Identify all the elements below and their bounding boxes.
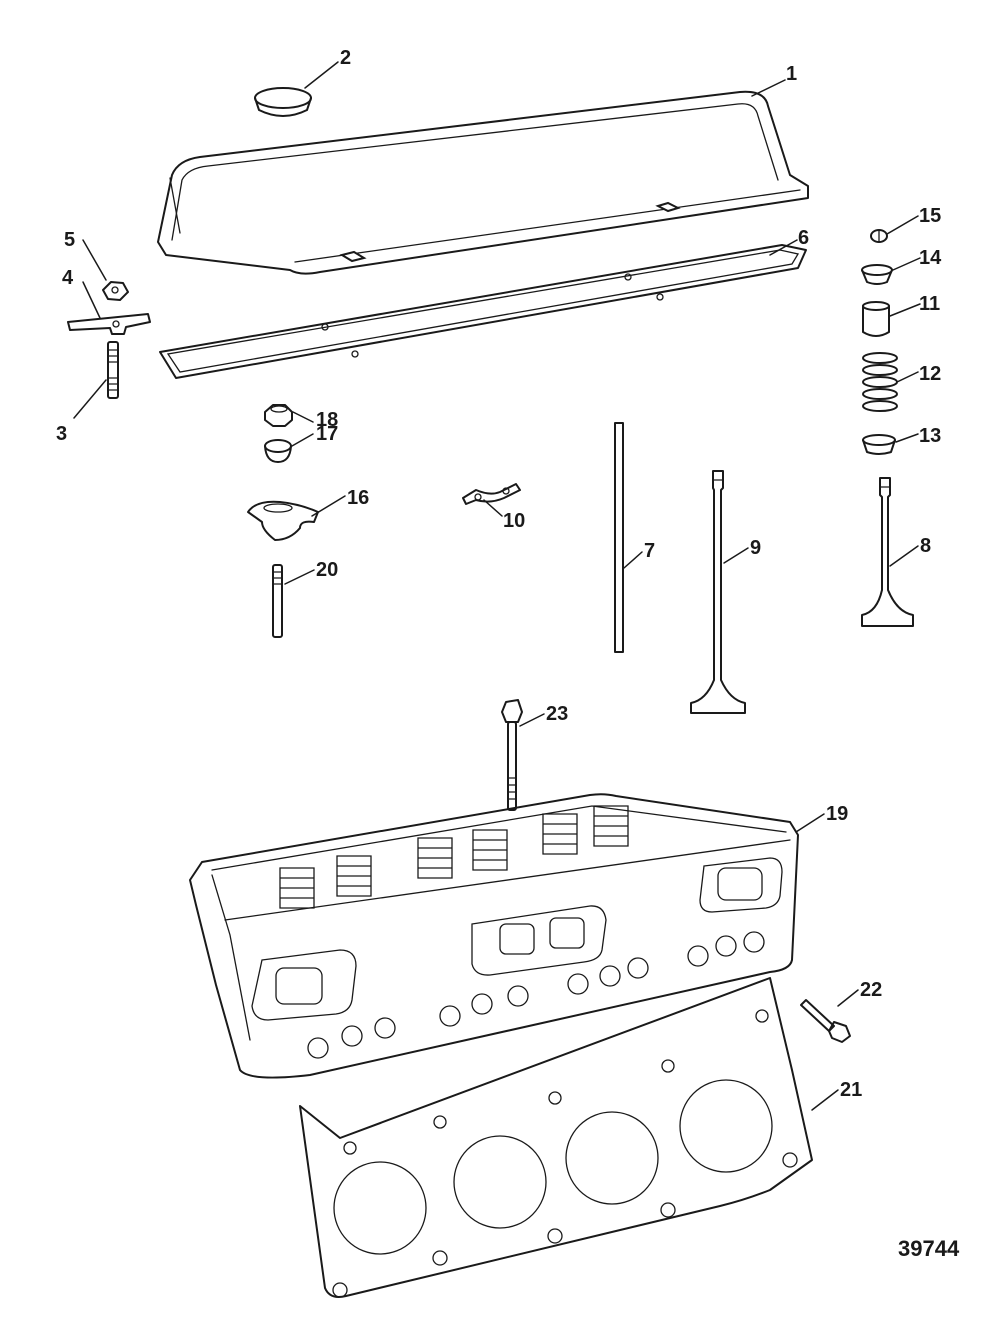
rocker-stud-nut [102,281,129,301]
callout-19: 19 [826,803,848,825]
callout-15: 15 [919,205,941,227]
callout-23: 23 [546,703,568,725]
callout-11: 11 [919,293,940,315]
callout-1: 1 [786,63,797,85]
leader-lines [73,61,921,1111]
valve-oil-shield [862,301,890,337]
intake-valve [690,470,746,714]
valve-rotator [862,434,896,455]
exhaust-valve [861,477,914,627]
rocker-arm [247,500,319,541]
drawing-reference-number: 39744 [898,1236,960,1261]
oil-deflector-bracket [67,313,151,335]
oil-filler-cap [254,87,312,117]
pushrod-guide [462,483,521,505]
callout-12: 12 [919,363,941,385]
callout-22: 22 [860,979,882,1001]
callout-20: 20 [316,559,338,581]
callout-5: 5 [64,229,75,251]
callout-4: 4 [62,267,74,289]
callouts: 1 2 3 4 5 6 7 8 9 10 11 12 13 14 15 16 1… [56,47,942,1101]
valve-cover [157,90,809,275]
callout-14: 14 [919,247,942,269]
valve-spring-cap [861,264,893,285]
callout-3: 3 [56,423,67,445]
rocker-arm-nut [264,404,293,427]
valve-keys [870,229,888,243]
cylinder-head-gasket [299,977,813,1298]
callout-8: 8 [920,535,931,557]
stud [107,341,119,399]
callout-16: 16 [347,487,369,509]
valve-spring [862,352,898,412]
head-bolt-long [501,699,523,811]
callout-10: 10 [503,510,525,532]
callout-9: 9 [750,537,761,559]
pushrod [614,422,624,653]
rocker-arm-stud [272,564,283,638]
callout-18: 18 [316,409,338,431]
callout-2: 2 [340,47,351,69]
callout-6: 6 [798,227,809,249]
callout-13: 13 [919,425,941,447]
rocker-arm-ball [264,439,292,463]
callout-17: 17 [316,423,338,445]
head-bolt-short [800,999,851,1043]
head-valve-springs [279,805,629,909]
valve-cover-gasket [159,244,807,379]
cylinder-head [189,793,799,1079]
callout-21: 21 [840,1079,862,1101]
callout-7: 7 [644,540,655,562]
